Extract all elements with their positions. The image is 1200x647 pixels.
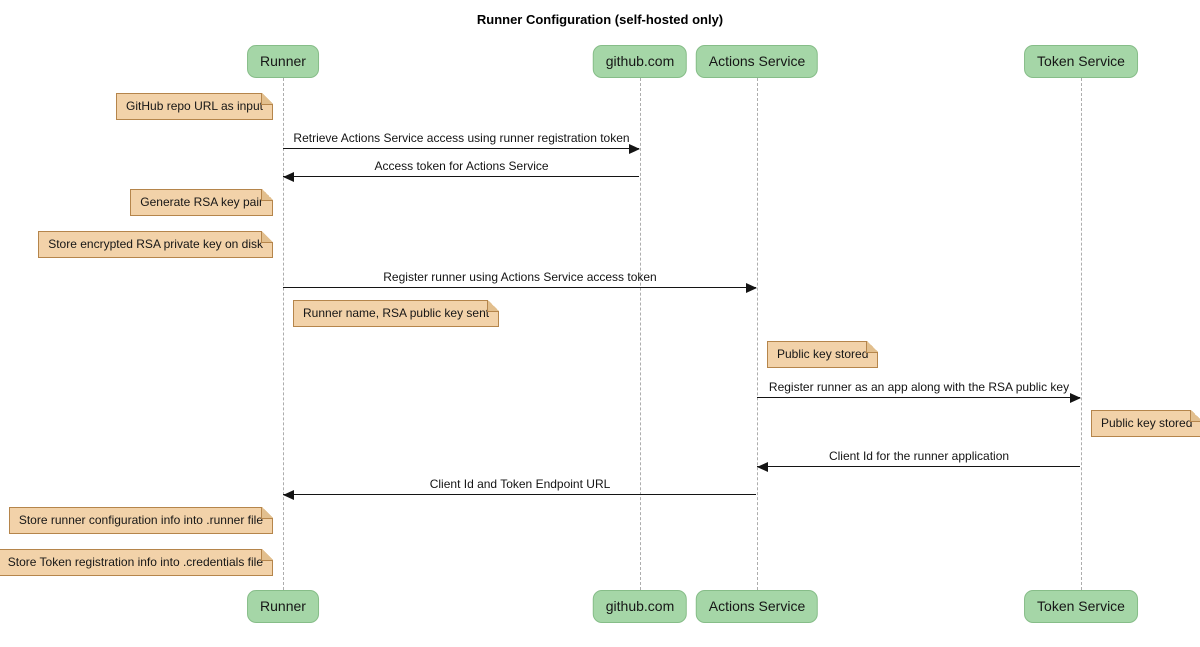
note-2: Generate RSA key pair <box>130 189 273 216</box>
note-text: Generate RSA key pair <box>140 195 263 209</box>
message-arrowhead-actions-to-token <box>1070 392 1081 403</box>
message-label-6: Client Id and Token Endpoint URL <box>429 477 611 491</box>
note-text: Store Token registration info into .cred… <box>7 555 263 569</box>
message-arrowhead-actions-to-runner <box>283 489 294 500</box>
message-line-actions-to-token <box>757 397 1080 398</box>
note-8: Store Token registration info into .cred… <box>0 549 273 576</box>
note-text: Runner name, RSA public key sent <box>303 306 490 320</box>
participant-token-top: Token Service <box>1024 45 1138 78</box>
note-fold-icon <box>261 189 273 201</box>
message-line-github-to-runner <box>283 176 639 177</box>
note-3: Store encrypted RSA private key on disk <box>38 231 273 258</box>
message-label-4: Register runner as an app along with the… <box>768 380 1070 394</box>
message-arrowhead-github-to-runner <box>283 171 294 182</box>
message-arrowhead-runner-to-github <box>629 143 640 154</box>
message-label-1: Retrieve Actions Service access using ru… <box>293 131 630 145</box>
participant-github-bottom: github.com <box>592 590 688 623</box>
lifeline-actions <box>757 78 758 590</box>
participant-github-top: github.com <box>592 45 688 78</box>
message-label-2: Access token for Actions Service <box>374 159 549 173</box>
note-fold-icon <box>1190 410 1200 422</box>
lifeline-token <box>1081 78 1082 590</box>
note-fold-icon <box>261 549 273 561</box>
note-fold-icon <box>866 341 879 353</box>
message-line-actions-to-runner <box>283 494 756 495</box>
note-text: Public key stored <box>1101 416 1193 430</box>
note-4: Runner name, RSA public key sent <box>293 300 500 327</box>
note-6: Public key stored <box>1091 410 1200 437</box>
participant-runner-top: Runner <box>247 45 319 78</box>
note-text: GitHub repo URL as input <box>126 99 263 113</box>
message-arrowhead-runner-to-actions <box>746 282 757 293</box>
note-5: Public key stored <box>767 341 879 368</box>
note-fold-icon <box>261 93 273 105</box>
note-fold-icon <box>487 300 500 312</box>
message-line-token-to-actions <box>757 466 1080 467</box>
diagram-title: Runner Configuration (self-hosted only) <box>476 12 724 27</box>
note-7: Store runner configuration info into .ru… <box>8 507 273 534</box>
participant-actions-top: Actions Service <box>695 45 819 78</box>
participant-token-bottom: Token Service <box>1024 590 1138 623</box>
lifeline-runner <box>283 78 284 590</box>
message-line-runner-to-github <box>283 148 639 149</box>
participant-actions-bottom: Actions Service <box>695 590 819 623</box>
message-label-3: Register runner using Actions Service ac… <box>383 270 657 284</box>
message-arrowhead-token-to-actions <box>757 461 768 472</box>
message-line-runner-to-actions <box>283 287 756 288</box>
note-text: Public key stored <box>777 347 869 361</box>
lifeline-github <box>640 78 641 590</box>
note-fold-icon <box>261 231 273 243</box>
note-text: Store encrypted RSA private key on disk <box>48 237 263 251</box>
note-1: GitHub repo URL as input <box>116 93 273 120</box>
message-label-5: Client Id for the runner application <box>828 449 1010 463</box>
note-text: Store runner configuration info into .ru… <box>18 513 263 527</box>
note-fold-icon <box>261 507 273 519</box>
participant-runner-bottom: Runner <box>247 590 319 623</box>
